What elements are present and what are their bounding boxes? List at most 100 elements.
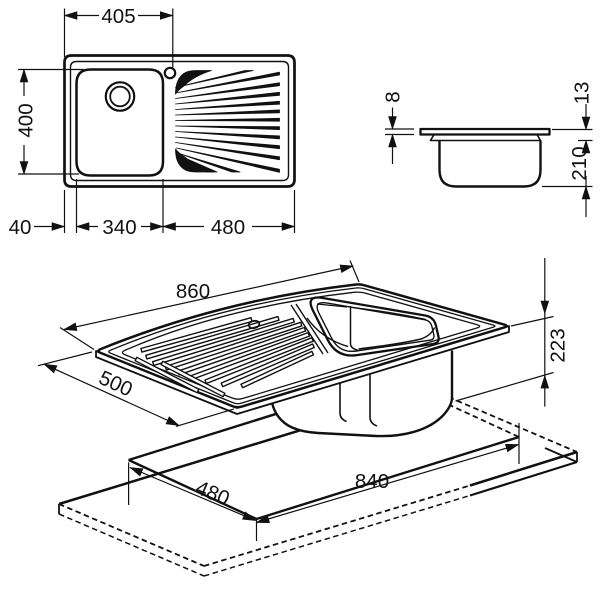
dimension-arrowhead: [388, 133, 397, 148]
dimension-arrowhead: [165, 416, 180, 426]
plan-dim-label-400: 400: [14, 103, 37, 137]
dimension-arrowhead: [19, 161, 29, 176]
plan-drainer-groove: [175, 109, 280, 116]
dim-500-line: [43, 363, 180, 427]
dim-840-line: [256, 443, 519, 524]
witness-860-left: [59, 326, 95, 351]
plan-drainer-groove: [175, 117, 280, 122]
dimension-arrowhead: [63, 322, 78, 331]
worktop-right-edge-hidden: [431, 389, 578, 453]
dimension-arrowhead: [43, 363, 58, 374]
side-dim-label-8: 8: [381, 91, 404, 102]
bowl-inner-left-edge: [306, 317, 349, 348]
drainer-rib: [220, 343, 315, 388]
plan-drain-inner-circle: [109, 85, 131, 108]
bowl-inner-back-wall-left: [316, 303, 348, 308]
plan-drainer-groove: [175, 125, 280, 130]
tub-body-fill: [272, 349, 452, 437]
dimension-arrowhead: [51, 222, 66, 231]
plan-drainer-corner-groove-bottom: [175, 148, 215, 173]
side-dim-label-210: 210: [568, 146, 591, 180]
bowl-inner-corner-crease: [349, 306, 358, 351]
iso-tap-hole: [247, 319, 261, 330]
witness-860-right: [349, 260, 360, 283]
side-bowl-step: [429, 134, 542, 142]
iso-drainer: [134, 303, 329, 398]
iso-bowl: [247, 296, 440, 357]
rim-inset-line-1: [108, 287, 496, 405]
worktop-front-bottom-edge: [469, 460, 578, 497]
dimension-arrowhead: [581, 116, 591, 131]
dimension-arrowhead: [129, 467, 144, 477]
bowl-rim-outer: [309, 296, 440, 357]
plan-drainer-groove: [178, 153, 241, 173]
dimension-arrowhead: [581, 185, 591, 200]
plan-drainer-groove: [175, 91, 280, 105]
plan-view: 405 400 40 340 480: [9, 5, 296, 239]
side-sink-profile: [419, 127, 551, 188]
dimension-arrowhead: [388, 116, 397, 131]
bowl-inner-back-wall-right: [352, 306, 427, 321]
dimension-arrowhead: [19, 68, 29, 83]
witness-223-top: [510, 315, 554, 327]
dimension-arrowhead: [63, 11, 78, 20]
side-dimensions: 8 13 210: [381, 82, 593, 217]
plan-bowl-outline: [75, 68, 165, 177]
drainer-rib: [240, 350, 315, 389]
side-section-view: 8 13 210: [381, 82, 593, 217]
drainer-rib-diagonal: [160, 360, 226, 398]
cutout-front-edge: [256, 435, 520, 521]
plan-drainer-groove: [175, 100, 280, 110]
dimension-arrowhead: [150, 222, 165, 231]
witness-500-back: [37, 351, 93, 367]
worktop-front-bottom-edge-hidden: [203, 494, 471, 577]
dimension-arrowhead: [540, 300, 550, 315]
worktop-right-bottom-edge: [544, 447, 578, 463]
plan-sink-outline: [63, 54, 296, 188]
drainer-rib: [145, 315, 280, 360]
dimension-arrowhead: [242, 511, 257, 521]
plan-drainer-groove: [175, 131, 280, 140]
iso-dim-label-840: 840: [355, 470, 389, 493]
witness-500-front: [175, 408, 235, 427]
tub-corner-crease-right: [369, 374, 378, 427]
drainer-divider-line-2: [295, 303, 329, 354]
cutout-left-edge: [128, 458, 258, 521]
side-flange: [419, 127, 551, 136]
plan-sink-outer-edge: [63, 54, 296, 188]
iso-dim-label-223: 223: [546, 328, 569, 362]
dimension-arrowhead: [540, 374, 550, 389]
dimension-arrowhead: [339, 264, 354, 273]
worktop-left-edge-hidden: [58, 503, 205, 567]
plan-dim-label-405: 405: [101, 5, 135, 28]
worktop-left-bottom-edge: [58, 513, 205, 577]
bowl-inner-bottom-edge: [358, 327, 436, 350]
plan-dim-label-40: 40: [9, 216, 32, 239]
dimension-arrowhead: [281, 222, 296, 231]
witness-223-bottom: [455, 371, 554, 402]
plan-drainer-fan: [175, 70, 280, 173]
dimension-arrowhead: [581, 139, 591, 154]
plan-drainer-groove: [176, 147, 280, 173]
dimension-arrowhead: [504, 443, 520, 453]
side-bowl-tub: [438, 140, 542, 188]
plan-dim-label-340: 340: [102, 216, 136, 239]
dimension-arrowhead: [255, 514, 271, 524]
worktop-front-edge: [469, 450, 578, 487]
drainer-rib: [204, 337, 314, 385]
tub-corner-crease-left: [339, 383, 347, 423]
drainer-divider-line-1: [290, 304, 324, 355]
plan-drain-outer-circle: [104, 81, 136, 112]
plan-dim-label-480: 480: [211, 216, 245, 239]
plan-drainer-groove: [175, 142, 280, 161]
side-dim-label-13: 13: [570, 82, 593, 105]
plan-drainer-corner-groove-top: [175, 70, 212, 95]
iso-dim-label-860: 860: [176, 280, 210, 303]
dim-480-line: [129, 466, 256, 522]
iso-height-dimension: 223: [455, 258, 569, 407]
iso-sink-tub: [270, 349, 454, 438]
